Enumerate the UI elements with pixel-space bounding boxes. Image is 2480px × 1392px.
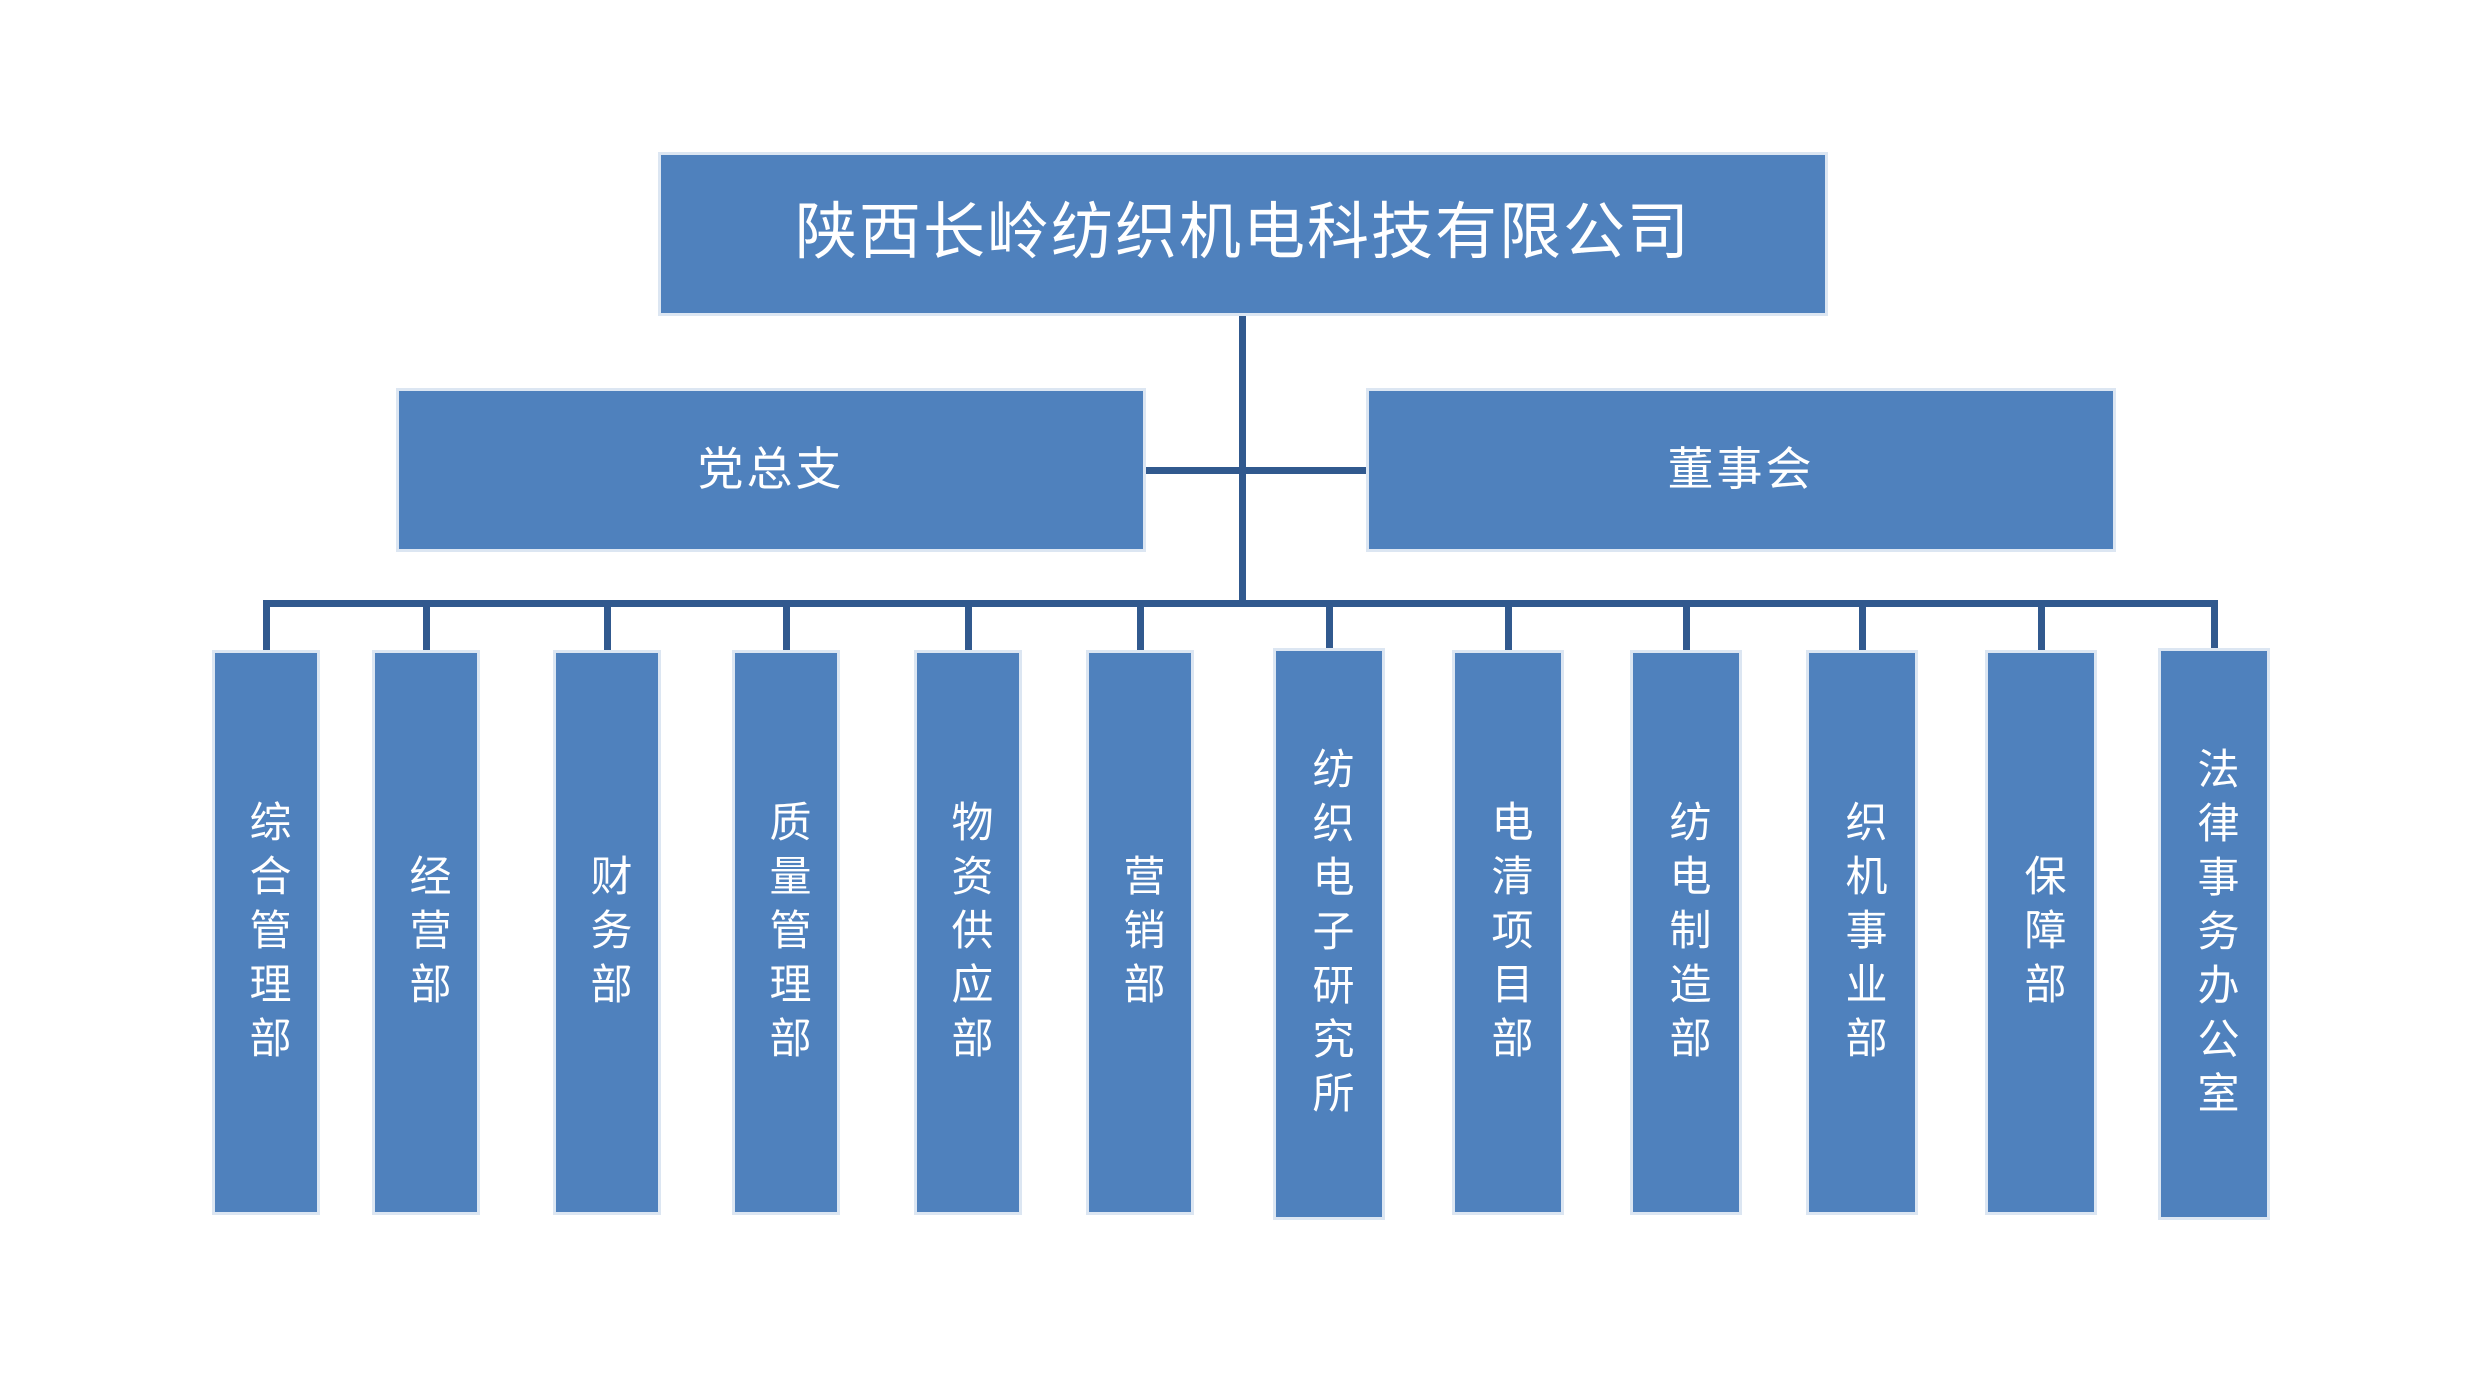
connector-department-drop	[1326, 600, 1333, 648]
node-company-root[interactable]: 陕西长岭纺织机电科技有限公司	[658, 152, 1828, 316]
node-department-label: 综合管理部	[243, 799, 289, 1070]
connector-department-drop	[2038, 600, 2045, 650]
node-department[interactable]: 纺织电子研究所	[1273, 648, 1385, 1220]
connector-department-drop	[965, 600, 972, 650]
connector-department-drop	[604, 600, 611, 650]
node-department[interactable]: 质量管理部	[732, 650, 840, 1215]
node-department[interactable]: 电清项目部	[1452, 650, 1564, 1215]
connector-department-drop	[1505, 600, 1512, 650]
node-department-label: 物资供应部	[945, 799, 991, 1070]
node-party-branch[interactable]: 党总支	[396, 388, 1146, 552]
node-department[interactable]: 营销部	[1086, 650, 1194, 1215]
node-department-label: 织机事业部	[1839, 799, 1885, 1070]
connector-department-drop	[423, 600, 430, 650]
connector-department-drop	[1137, 600, 1144, 650]
node-board-of-directors-label: 董事会	[1667, 443, 1815, 495]
node-department-label: 财务部	[584, 853, 630, 1016]
node-company-root-label: 陕西长岭纺织机电科技有限公司	[794, 199, 1691, 268]
node-department[interactable]: 经营部	[372, 650, 480, 1215]
connector-department-drop	[1683, 600, 1690, 650]
connector-department-drop	[1859, 600, 1866, 650]
connector-department-drop	[263, 600, 270, 650]
node-board-of-directors[interactable]: 董事会	[1366, 388, 2116, 552]
node-department[interactable]: 法律事务办公室	[2158, 648, 2270, 1220]
node-department-label: 纺织电子研究所	[1306, 747, 1352, 1125]
connector-department-bus	[265, 600, 2217, 607]
node-department-label: 电清项目部	[1485, 799, 1531, 1070]
node-department[interactable]: 综合管理部	[212, 650, 320, 1215]
node-department[interactable]: 纺电制造部	[1630, 650, 1742, 1215]
node-department-label: 经营部	[403, 853, 449, 1016]
node-department-label: 保障部	[2018, 853, 2064, 1016]
connector-department-drop	[783, 600, 790, 650]
node-party-branch-label: 党总支	[697, 443, 845, 495]
node-department[interactable]: 物资供应部	[914, 650, 1022, 1215]
connector-level2-crossbar	[1133, 467, 1379, 474]
node-department[interactable]: 财务部	[553, 650, 661, 1215]
connector-department-drop	[2211, 600, 2218, 648]
node-department-label: 纺电制造部	[1663, 799, 1709, 1070]
node-department-label: 法律事务办公室	[2191, 747, 2237, 1125]
node-department-label: 营销部	[1117, 853, 1163, 1016]
connector-root-trunk	[1239, 316, 1246, 606]
node-department[interactable]: 织机事业部	[1806, 650, 1918, 1215]
node-department-label: 质量管理部	[763, 799, 809, 1070]
node-department[interactable]: 保障部	[1985, 650, 2097, 1215]
